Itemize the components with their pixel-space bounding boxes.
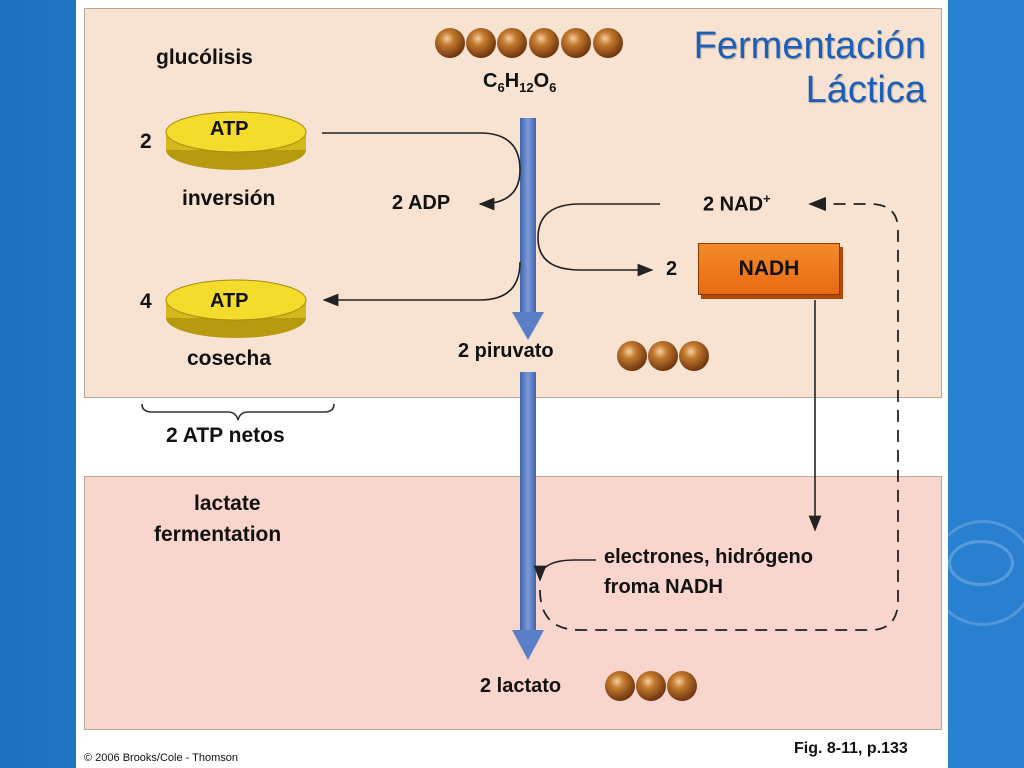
formula-sub-h: 12 (519, 80, 534, 95)
pathway-to-atp-arrow (322, 261, 521, 307)
atp-inversion-count: 2 (140, 130, 152, 153)
atp-coin-bottom-label: ATP (210, 290, 249, 312)
nadh-count: 2 (666, 258, 678, 280)
lactate-label-line1: lactate (194, 492, 261, 515)
lactate-molecule-icon (605, 671, 697, 701)
lactate-label-line2: fermentation (154, 523, 282, 546)
nad-label: 2 NAD+ (703, 191, 771, 217)
nad-sup: + (763, 191, 771, 206)
glucose-formula: C6H12O6 (483, 70, 556, 95)
nadh-box: NADH (698, 243, 840, 295)
nadh-label: NADH (738, 257, 800, 280)
nad-text: 2 NAD (703, 193, 764, 216)
title-line2: Láctica (805, 69, 926, 111)
fermentation-panel (84, 476, 942, 730)
atp-net-brace (141, 403, 335, 421)
electrones-line1: electrones, hidrógeno (604, 546, 813, 568)
inversion-label: inversión (182, 187, 276, 210)
pyruvate-molecule-icon (617, 341, 709, 371)
formula-o: O (533, 70, 550, 92)
formula-sub-o: 6 (549, 80, 557, 95)
page-title: Fermentación Láctica (694, 24, 926, 112)
electrones-line2: froma NADH (604, 576, 723, 598)
atp-coin-top-icon (165, 111, 307, 170)
atp-cosecha-count: 4 (140, 290, 152, 313)
electrons-to-pathway-arrow (533, 559, 596, 582)
glucolisis-label: glucólisis (156, 46, 253, 69)
figure-reference: Fig. 8-11, p.133 (794, 740, 908, 757)
atp-coin-bottom-icon (165, 279, 307, 338)
title-line1: Fermentación (693, 25, 926, 67)
piruvato-label: 2 piruvato (458, 340, 554, 362)
main-pathway-arrow (512, 118, 544, 660)
atp-netos-label: 2 ATP netos (166, 424, 285, 447)
glucose-molecule-icon (435, 28, 623, 58)
nad-to-nadh-arrow (537, 203, 660, 277)
formula-c: C (483, 70, 498, 92)
lactato-label: 2 lactato (480, 675, 562, 697)
formula-sub-c: 6 (497, 80, 505, 95)
adp-label: 2 ADP (392, 192, 451, 214)
formula-h: H (504, 70, 520, 92)
atp-coin-top-label: ATP (210, 118, 249, 140)
cosecha-label: cosecha (187, 347, 272, 370)
atp-to-adp-arrow (322, 132, 521, 211)
copyright-credit: © 2006 Brooks/Cole - Thomson (84, 752, 239, 764)
background-ripple-inner (948, 540, 1014, 586)
